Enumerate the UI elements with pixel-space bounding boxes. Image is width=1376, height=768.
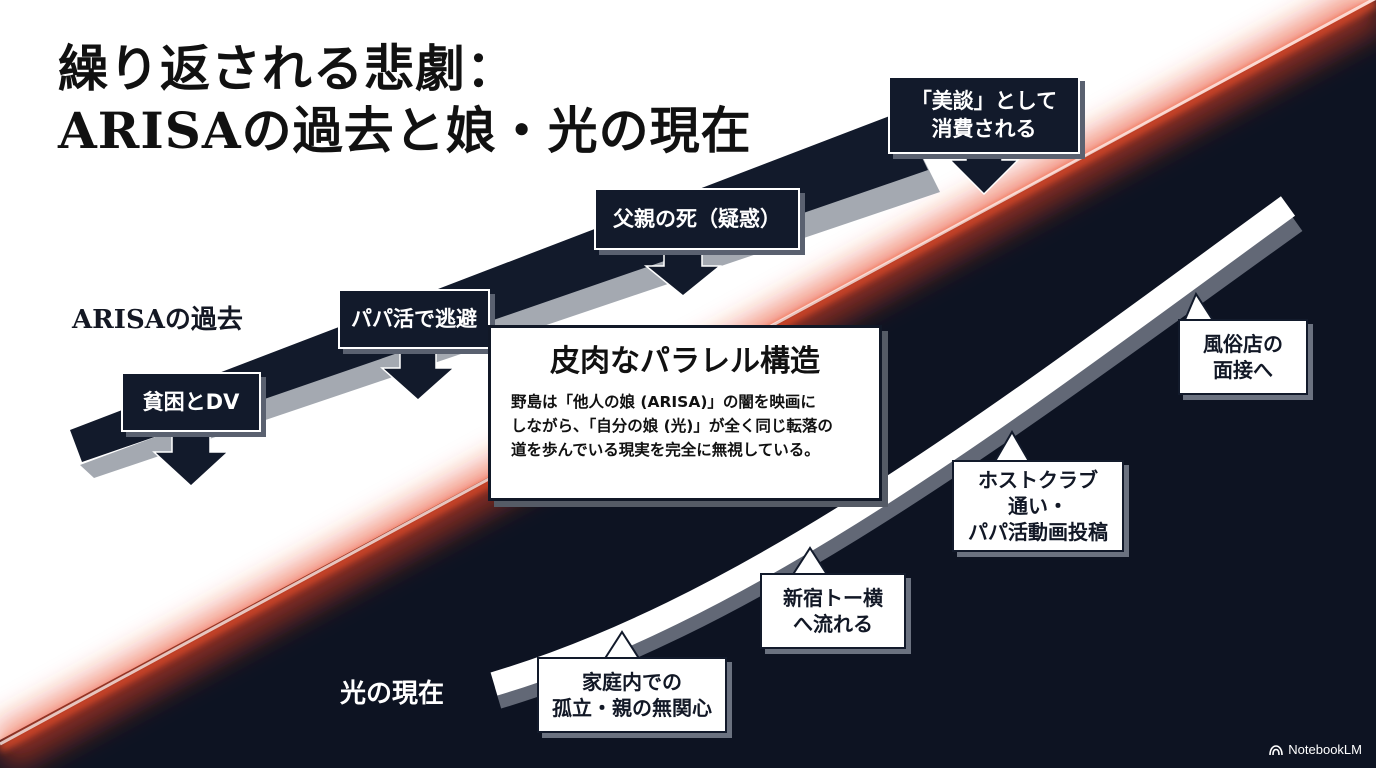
event-label-line-2: 通い・ [1008,494,1068,518]
event-shinjuku-toyoko: 新宿トー横 へ流れる [760,573,906,649]
panel-body-line-1: 野島は「他人の娘 (ARISA)」の闇を映画に [511,393,816,411]
panel-body-line-2: しながら、「自分の娘 (光)」が全く同じ転落の [511,417,833,435]
panel-body-line-3: 道を歩んでいる現実を完全に無視している。 [511,441,820,459]
event-label-line-2: 面接へ [1213,358,1273,382]
event-papakatsu-escape: パパ活で逃避 [338,289,490,349]
event-fuzoku-interview: 風俗店の 面接へ [1178,319,1308,395]
brand-name: NotebookLM [1288,742,1362,757]
event-label: 父親の死（疑惑） [613,207,781,231]
event-home-isolation: 家庭内での 孤立・親の無関心 [537,657,727,733]
event-label-line-2: 消費される [931,117,1037,141]
event-label-line-3: パパ活動画投稿 [968,520,1108,544]
event-label: 貧困とDV [142,390,240,414]
panel-body: 野島は「他人の娘 (ARISA)」の闇を映画に しながら、「自分の娘 (光)」が… [511,390,859,462]
title-line-2: ARISAの過去と娘・光の現在 [58,101,752,160]
event-father-death: 父親の死（疑惑） [594,188,800,250]
event-label-line-2: へ流れる [793,612,873,636]
present-ribbon [490,196,1296,696]
event-label-line-1: 新宿トー横 [783,586,883,610]
present-track-label: 光の現在 [340,679,445,709]
title-line-1: 繰り返される悲劇： [58,39,517,98]
notebooklm-watermark: NotebookLM [1269,742,1362,758]
event-label: パパ活で逃避 [351,307,477,331]
parallel-structure-panel: 皮肉なパラレル構造 野島は「他人の娘 (ARISA)」の闇を映画に しながら、「… [488,325,882,501]
past-track-label: ARISAの過去 [72,305,243,335]
event-label-line-1: ホストクラブ [978,468,1098,492]
event-label-line-2: 孤立・親の無関心 [552,696,712,720]
event-label-line-1: 風俗店の [1203,332,1283,356]
panel-title: 皮肉なパラレル構造 [550,344,820,379]
event-label-line-1: 「美談」として [910,89,1058,113]
event-host-club: ホストクラブ 通い・ パパ活動画投稿 [952,460,1124,552]
event-consumed-as-tale: 「美談」として 消費される [888,76,1080,154]
event-poverty-dv: 貧困とDV [121,372,261,432]
page-title: 繰り返される悲劇： ARISAの過去と娘・光の現在 [58,38,752,162]
event-label-line-1: 家庭内での [582,670,682,694]
notebooklm-logo-icon [1269,745,1284,756]
